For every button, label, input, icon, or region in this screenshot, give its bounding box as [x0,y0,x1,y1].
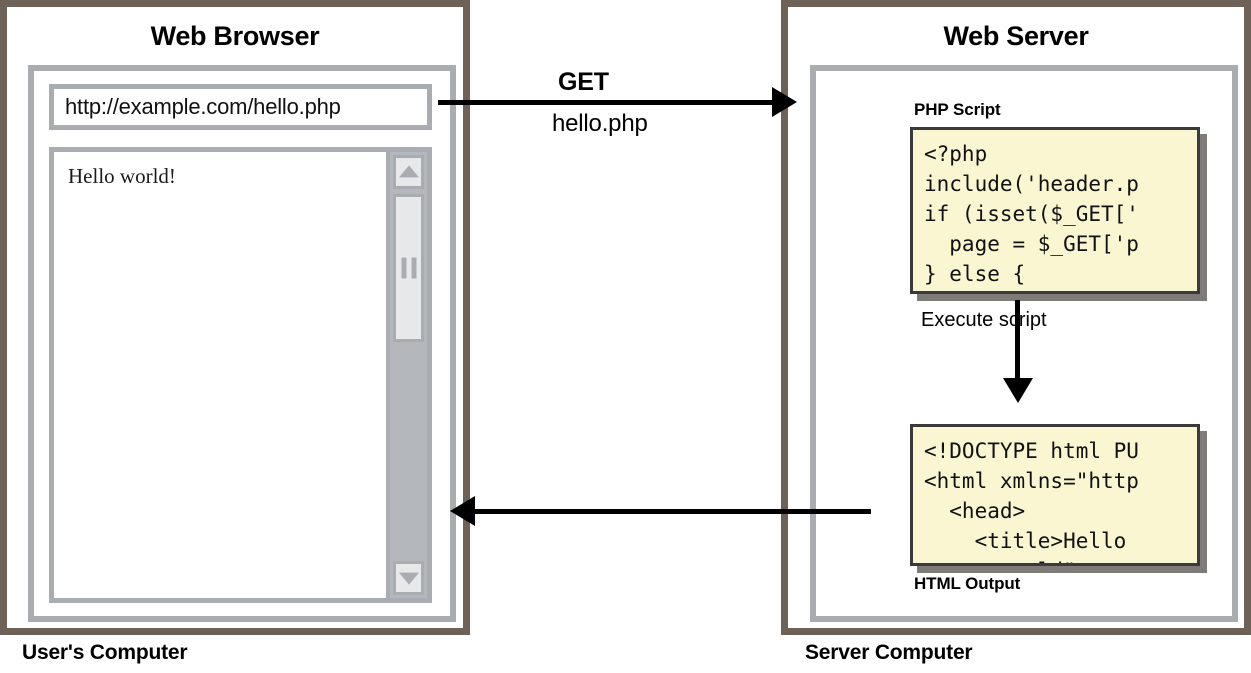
request-method-label: GET [558,68,609,96]
php-script-label: PHP Script [914,100,1001,119]
url-input[interactable]: http://example.com/hello.php [65,94,341,119]
rendered-page-text: Hello world! [68,164,176,188]
html-output-code: <!DOCTYPE html PU <html xmlns="http <hea… [924,439,1139,563]
php-script-code-box: <?php include('header.p if (isset($_GET[… [910,127,1200,294]
triangle-up-icon [398,165,419,178]
html-output-label: HTML Output [914,574,1021,593]
server-window: PHP Script <?php include('header.p if (i… [810,65,1238,622]
web-browser-title: Web Browser [150,21,320,51]
vertical-scrollbar[interactable] [386,152,427,598]
request-arrow-line [438,100,778,105]
server-computer-frame: Web Server PHP Script <?php include('hea… [781,0,1251,635]
arrow-left-icon [450,496,475,526]
execute-arrow-line [1015,300,1020,384]
server-computer-caption: Server Computer [805,641,973,664]
users-computer-caption: User's Computer [22,641,188,664]
response-arrow-line [468,509,871,514]
execute-script-label: Execute script [921,309,1047,331]
url-bar[interactable]: http://example.com/hello.php [49,84,432,130]
request-file-label: hello.php [552,110,648,137]
scrollbar-thumb[interactable] [393,194,424,342]
grip-lines-icon [401,257,416,279]
browser-viewport: Hello world! [49,147,432,603]
php-script-code: <?php include('header.p if (isset($_GET[… [924,142,1139,286]
arrow-right-icon [772,87,797,117]
web-server-title: Web Server [943,21,1089,51]
browser-window: http://example.com/hello.php Hello world… [28,65,456,622]
arrow-down-icon [1003,378,1033,403]
users-computer-frame: Web Browser http://example.com/hello.php… [0,0,470,635]
html-output-code-box: <!DOCTYPE html PU <html xmlns="http <hea… [910,424,1200,566]
triangle-down-icon [398,572,419,585]
scroll-down-button[interactable] [393,561,424,595]
scroll-up-button[interactable] [393,155,424,189]
